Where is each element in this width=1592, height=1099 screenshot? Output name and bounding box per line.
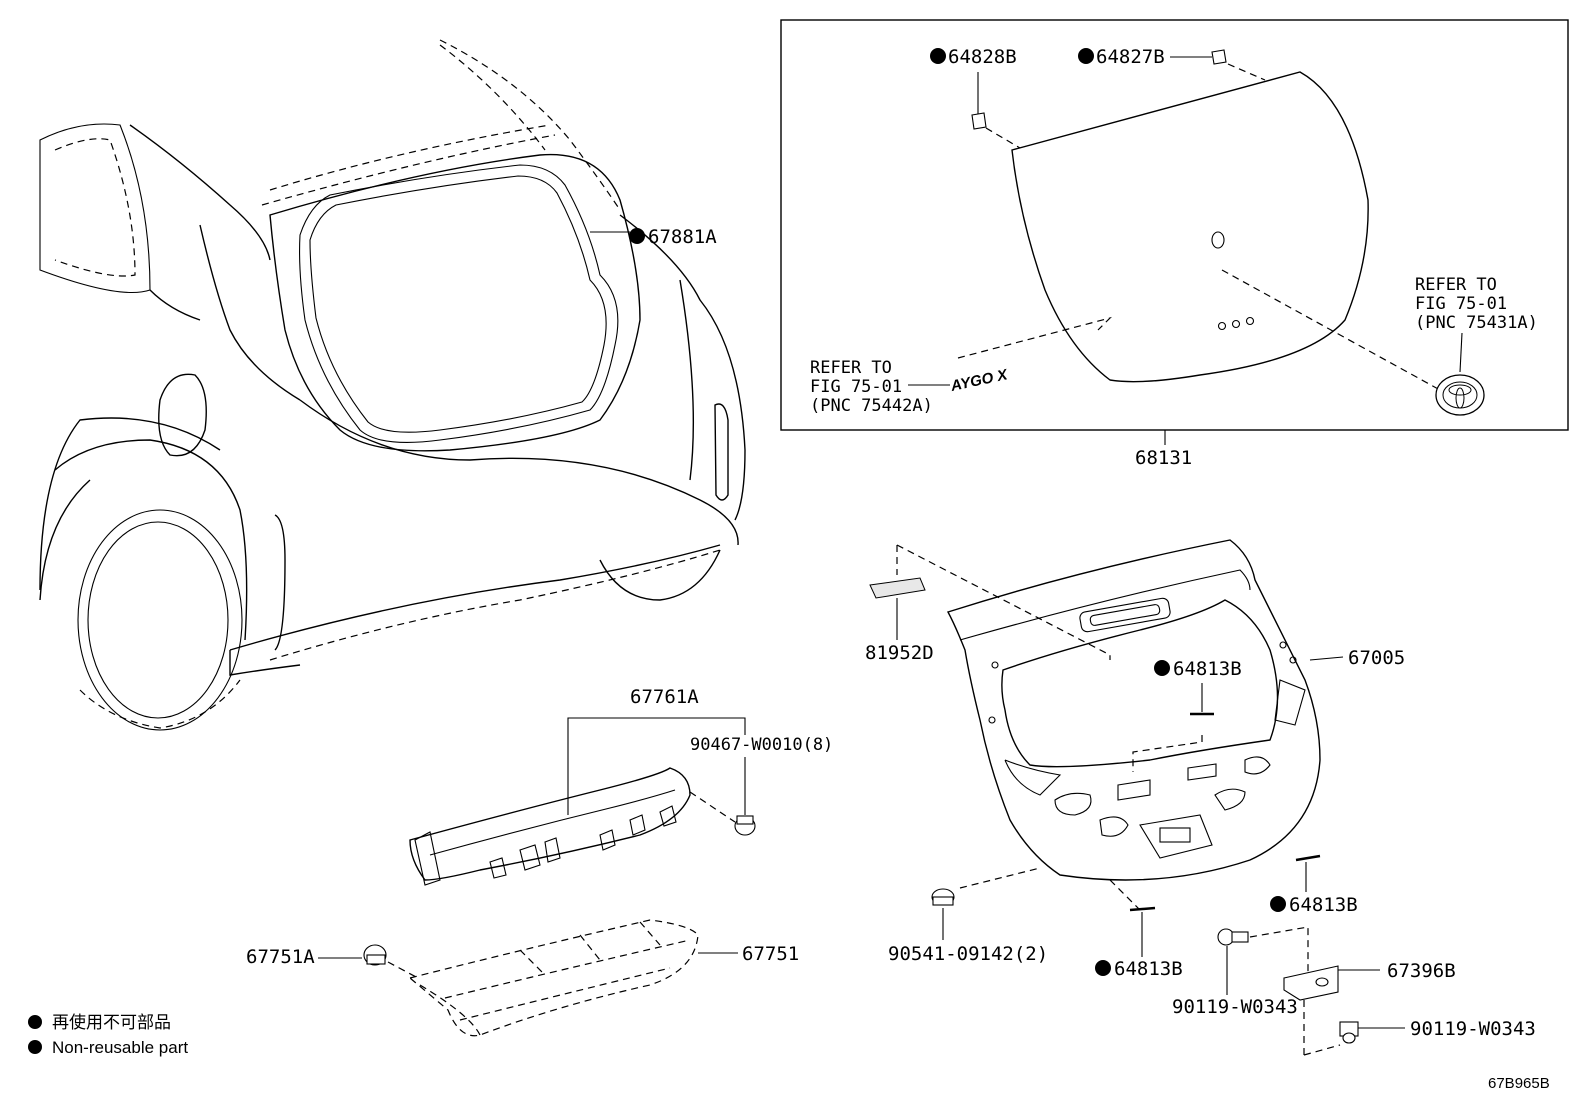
nonreusable-marker-icon — [1154, 660, 1170, 676]
bumper-stop-90541 — [931, 888, 955, 906]
refer-right-line3: (PNC 75431A) — [1415, 313, 1538, 333]
bracket-67396B — [1283, 965, 1339, 1001]
nonreusable-marker-icon — [1095, 960, 1111, 976]
label-67881A: 67881A — [648, 226, 717, 248]
back-glass — [1011, 71, 1369, 383]
refer-right-line1: REFER TO — [1415, 275, 1497, 295]
label-90541: 90541-09142(2) — [888, 943, 1048, 965]
nonreusable-marker-icon — [1270, 896, 1286, 912]
nonreusable-marker-icon — [1078, 48, 1094, 64]
back-glass-group-box — [780, 19, 1569, 431]
figure-code: 67B965B — [1488, 1075, 1550, 1092]
legend-marker-icon — [28, 1015, 42, 1029]
legend-en: Non-reusable part — [52, 1038, 188, 1057]
label-64813B-right: 64813B — [1289, 894, 1358, 916]
label-67761A: 67761A — [630, 686, 699, 708]
toyota-emblem-icon — [1435, 374, 1485, 416]
label-67396B: 67396B — [1387, 960, 1456, 982]
label-90467: 90467-W0010(8) — [690, 735, 833, 755]
trim-panel-67761A — [409, 767, 691, 886]
label-64813B-top: 64813B — [1173, 658, 1242, 680]
legend-jp: 再使用不可部品 — [52, 1012, 171, 1032]
clip-64827B — [1211, 49, 1227, 65]
nonreusable-marker-icon — [930, 48, 946, 64]
refer-left-line3: (PNC 75442A) — [810, 396, 933, 416]
label-90119-left: 90119-W0343 — [1172, 996, 1298, 1018]
clip-64828B — [971, 112, 987, 130]
refer-left-line2: FIG 75-01 — [810, 377, 902, 397]
label-67005: 67005 — [1348, 647, 1405, 669]
back-door-panel — [946, 539, 1321, 881]
label-67751: 67751 — [742, 943, 799, 965]
label-81952D: 81952D — [865, 642, 934, 664]
legend-marker-icon — [28, 1040, 42, 1054]
bolt-90119-left — [1217, 928, 1249, 946]
label-64828B: 64828B — [948, 46, 1017, 68]
car-body-illustration — [39, 39, 746, 731]
label-68131: 68131 — [1135, 447, 1192, 469]
label-90119-right: 90119-W0343 — [1410, 1018, 1536, 1040]
bolt-90119-right — [1339, 1021, 1359, 1044]
clip-90467 — [734, 815, 756, 836]
refer-right-line2: FIG 75-01 — [1415, 294, 1507, 314]
clip-67751A — [363, 944, 387, 966]
refer-left-line1: REFER TO — [810, 358, 892, 378]
label-64813B-bottom: 64813B — [1114, 958, 1183, 980]
aygo-x-emblem: AYGO X — [948, 366, 1009, 395]
part-81952D — [869, 577, 926, 599]
cover-67751 — [408, 919, 699, 1037]
nonreusable-marker-icon — [629, 228, 645, 244]
label-64827B: 64827B — [1096, 46, 1165, 68]
label-67751A: 67751A — [246, 946, 315, 968]
